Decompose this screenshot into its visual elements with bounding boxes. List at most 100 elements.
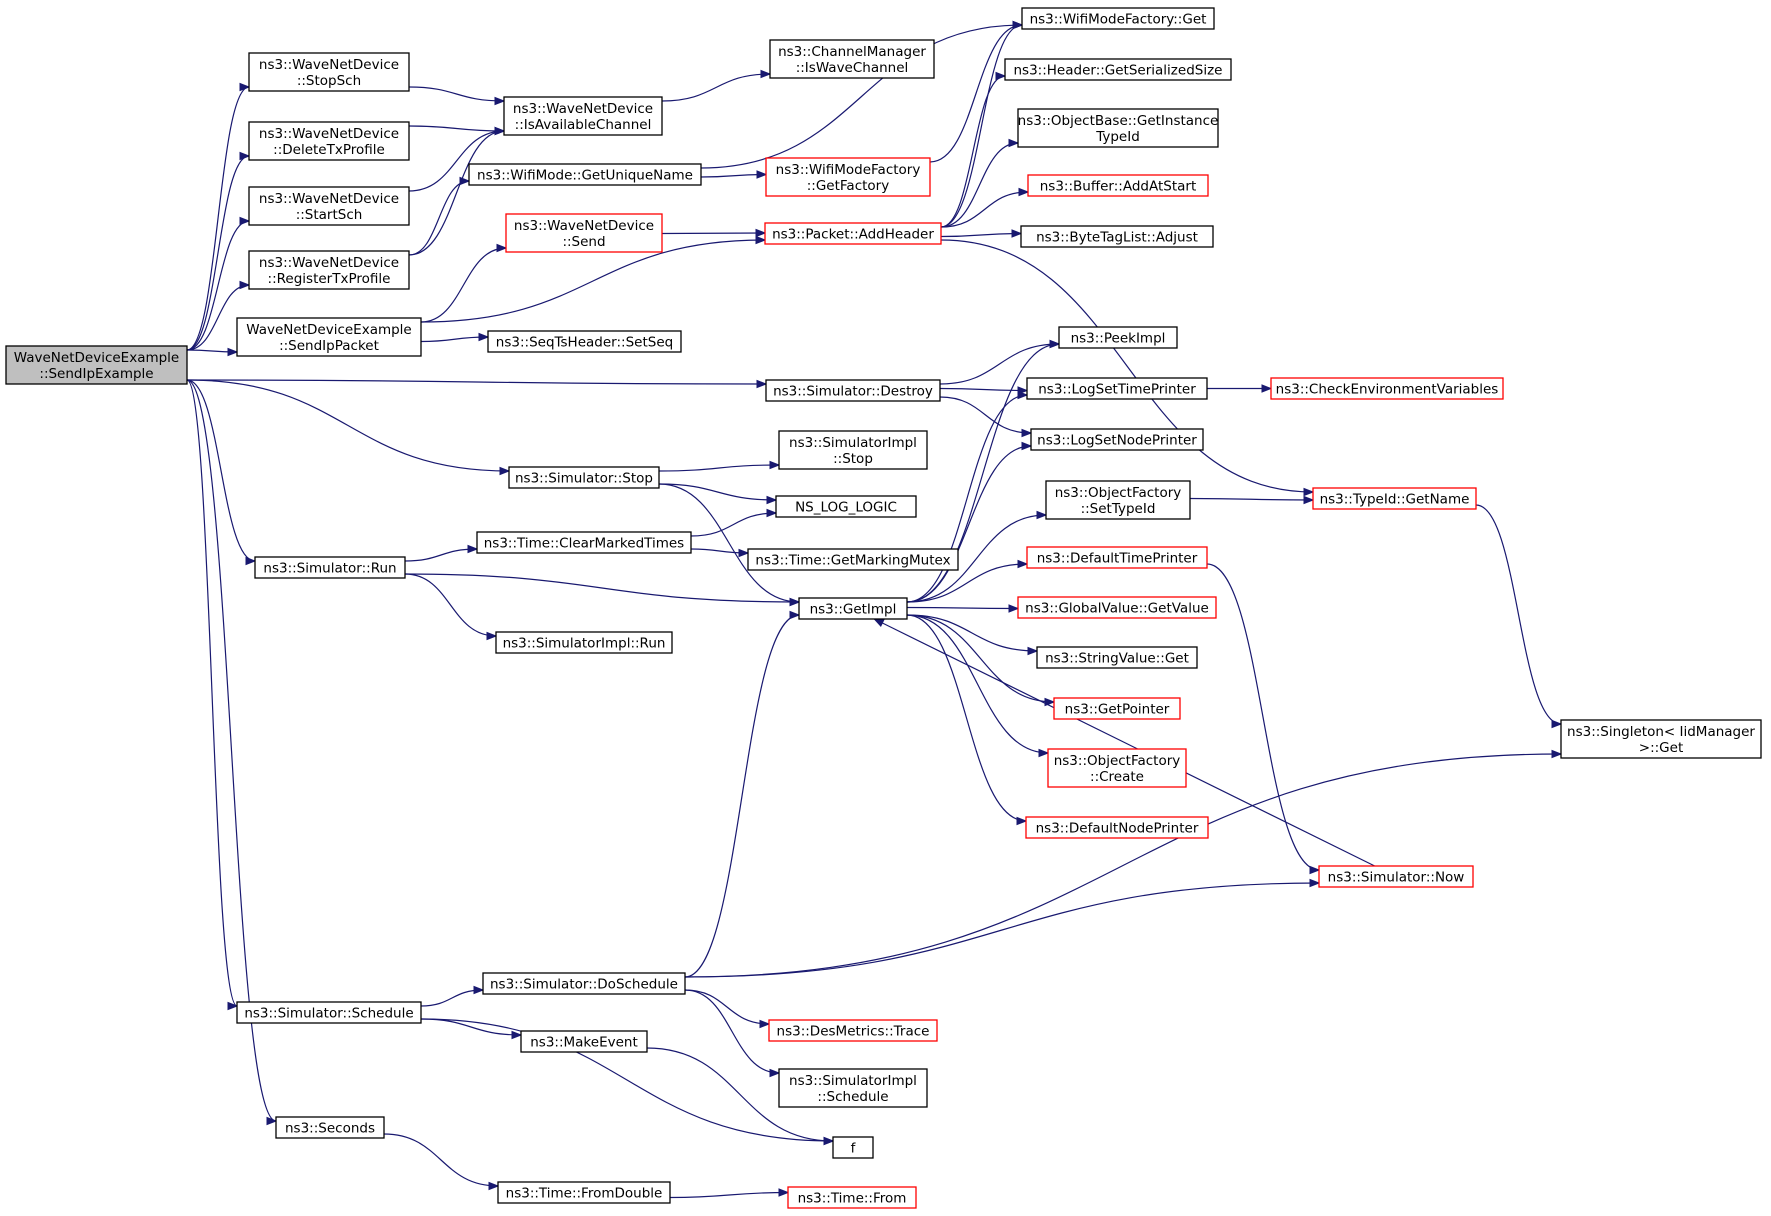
node-simRun[interactable]: ns3::Simulator::Run [254, 556, 406, 579]
node-fNode[interactable]: f [832, 1136, 874, 1159]
node-label: ns3::GetPointer [1065, 702, 1170, 718]
arrowhead [459, 176, 471, 186]
arrowhead [496, 243, 508, 253]
node-desTrace[interactable]: ns3::DesMetrics::Trace [768, 1019, 938, 1042]
node-box [236, 1001, 422, 1024]
edge-defTimePrinter-simNow [1206, 563, 1320, 871]
edge-simRun-getImpl [404, 573, 800, 603]
node-simDoSchedule[interactable]: ns3::Simulator::DoSchedule [482, 972, 686, 995]
node-startSch[interactable]: ns3::WaveNetDevice::StartSch [248, 186, 410, 226]
arrowhead [1017, 559, 1029, 569]
edge-pktAddHeader-objBaseGIT [940, 142, 1019, 228]
node-typeIdGetName[interactable]: ns3::TypeId::GetName [1312, 487, 1477, 510]
arrowhead [266, 1116, 278, 1126]
node-box [1045, 480, 1191, 520]
node-label: WaveNetDeviceExample [246, 322, 412, 338]
node-label: ns3::Simulator::DoSchedule [490, 977, 678, 993]
node-label: ::SetTypeId [1081, 501, 1156, 517]
node-box [768, 1019, 938, 1042]
node-timeGMM[interactable]: ns3::Time::GetMarkingMutex [747, 548, 959, 571]
arrowhead [1012, 20, 1024, 30]
node-simNow[interactable]: ns3::Simulator::Now [1318, 865, 1474, 888]
edge-simDestroy-peekImpl [939, 343, 1060, 385]
arrowhead [789, 610, 801, 620]
node-wmfGetFactory[interactable]: ns3::WifiModeFactory::GetFactory [765, 157, 931, 197]
node-simImplStop[interactable]: ns3::SimulatorImpl::Stop [778, 430, 928, 470]
node-wmfGet[interactable]: ns3::WifiModeFactory::Get [1021, 7, 1215, 30]
node-label: ns3::TypeId::GetName [1320, 492, 1470, 508]
node-label: ns3::Singleton< IidManager [1567, 724, 1755, 740]
arrowhead [227, 1001, 239, 1011]
node-sendIpPacket[interactable]: WaveNetDeviceExample::SendIpPacket [236, 317, 422, 357]
node-makeEvent[interactable]: ns3::MakeEvent [520, 1030, 648, 1053]
node-peekImpl[interactable]: ns3::PeekImpl [1058, 326, 1178, 349]
node-label: ns3::ByteTagList::Adjust [1036, 230, 1198, 246]
node-seqSetSeq[interactable]: ns3::SeqTsHeader::SetSeq [487, 330, 682, 353]
node-label: ns3::ObjectBase::GetInstance [1018, 113, 1219, 129]
node-checkEnv[interactable]: ns3::CheckEnvironmentVariables [1270, 377, 1504, 400]
node-logSTP[interactable]: ns3::LogSetTimePrinter [1026, 377, 1208, 400]
node-simImplSched[interactable]: ns3::SimulatorImpl::Schedule [778, 1068, 928, 1108]
node-nsLogLogic[interactable]: NS_LOG_LOGIC [775, 495, 917, 518]
node-simImplRun[interactable]: ns3::SimulatorImpl::Run [495, 631, 673, 654]
edge-root-stopSch [186, 86, 250, 351]
node-bufAddAtStart[interactable]: ns3::Buffer::AddAtStart [1027, 174, 1209, 197]
arrowhead [494, 96, 506, 106]
node-box [747, 548, 959, 571]
node-box [778, 430, 928, 470]
node-label: ns3::PeekImpl [1071, 331, 1166, 347]
edge-simDoSchedule-simImplSched [684, 989, 780, 1074]
node-getPointer[interactable]: ns3::GetPointer [1053, 697, 1181, 720]
node-ofCreate[interactable]: ns3::ObjectFactory::Create [1047, 748, 1187, 788]
node-timeFrom[interactable]: ns3::Time::From [787, 1186, 917, 1209]
node-isAvail[interactable]: ns3::WaveNetDevice::IsAvailableChannel [503, 96, 663, 136]
node-stopSch[interactable]: ns3::WaveNetDevice::StopSch [248, 52, 410, 92]
node-deleteTx[interactable]: ns3::WaveNetDevice::DeleteTxProfile [248, 121, 410, 161]
node-label: ::DeleteTxProfile [273, 142, 385, 158]
node-gvGetValue[interactable]: ns3::GlobalValue::GetValue [1017, 596, 1217, 619]
node-chanMgr[interactable]: ns3::ChannelManager::IsWaveChannel [769, 39, 935, 79]
node-defNodePrinter[interactable]: ns3::DefaultNodePrinter [1025, 816, 1209, 839]
node-box [468, 163, 702, 186]
edge-simRun-timeCMT [404, 548, 478, 562]
node-label: ns3::WifiModeFactory::Get [1030, 12, 1207, 28]
node-timeFromDouble[interactable]: ns3::Time::FromDouble [497, 1181, 671, 1204]
node-box [495, 631, 673, 654]
node-simSchedule[interactable]: ns3::Simulator::Schedule [236, 1001, 422, 1024]
node-label: ns3::ObjectFactory [1055, 485, 1182, 501]
node-box [248, 250, 410, 290]
node-label: ns3::SeqTsHeader::SetSeq [496, 335, 673, 351]
arrowhead [778, 1188, 790, 1197]
arrowhead [1016, 816, 1028, 826]
node-seconds[interactable]: ns3::Seconds [275, 1116, 385, 1139]
node-layer: WaveNetDeviceExample::SendIpExamplens3::… [5, 7, 1762, 1209]
node-defTimePrinter[interactable]: ns3::DefaultTimePrinter [1026, 546, 1208, 569]
node-wifiGUN[interactable]: ns3::WifiMode::GetUniqueName [468, 163, 702, 186]
node-getImpl[interactable]: ns3::GetImpl [798, 597, 908, 620]
node-simStop[interactable]: ns3::Simulator::Stop [508, 466, 660, 489]
edge-registerTx-wifiGUN [408, 180, 470, 256]
arrowhead [995, 71, 1007, 81]
node-btlAdjust[interactable]: ns3::ByteTagList::Adjust [1020, 225, 1214, 248]
node-simDestroy[interactable]: ns3::Simulator::Destroy [765, 379, 941, 402]
node-box [497, 1181, 671, 1204]
node-pktAddHeader[interactable]: ns3::Packet::AddHeader [764, 222, 942, 245]
arrowhead [823, 1136, 835, 1146]
node-label: ns3::Simulator::Run [263, 561, 396, 577]
node-timeCMT[interactable]: ns3::Time::ClearMarkedTimes [476, 531, 692, 554]
node-svGet[interactable]: ns3::StringValue::Get [1036, 646, 1198, 669]
node-hdrGSS[interactable]: ns3::Header::GetSerializedSize [1004, 58, 1232, 81]
arrowhead [873, 618, 885, 627]
node-registerTx[interactable]: ns3::WaveNetDevice::RegisterTxProfile [248, 250, 410, 290]
node-root[interactable]: WaveNetDeviceExample::SendIpExample [5, 345, 188, 385]
node-box [1021, 7, 1215, 30]
node-ofSetTypeId[interactable]: ns3::ObjectFactory::SetTypeId [1045, 480, 1191, 520]
edge-pktAddHeader-btlAdjust [940, 232, 1022, 238]
node-singletonGet[interactable]: ns3::Singleton< IidManager >::Get [1560, 719, 1762, 759]
node-waveSend[interactable]: ns3::WaveNetDevice::Send [505, 213, 663, 253]
node-label: ::RegisterTxProfile [268, 271, 391, 287]
node-box [520, 1030, 648, 1053]
node-logSNP[interactable]: ns3::LogSetNodePrinter [1030, 428, 1204, 451]
